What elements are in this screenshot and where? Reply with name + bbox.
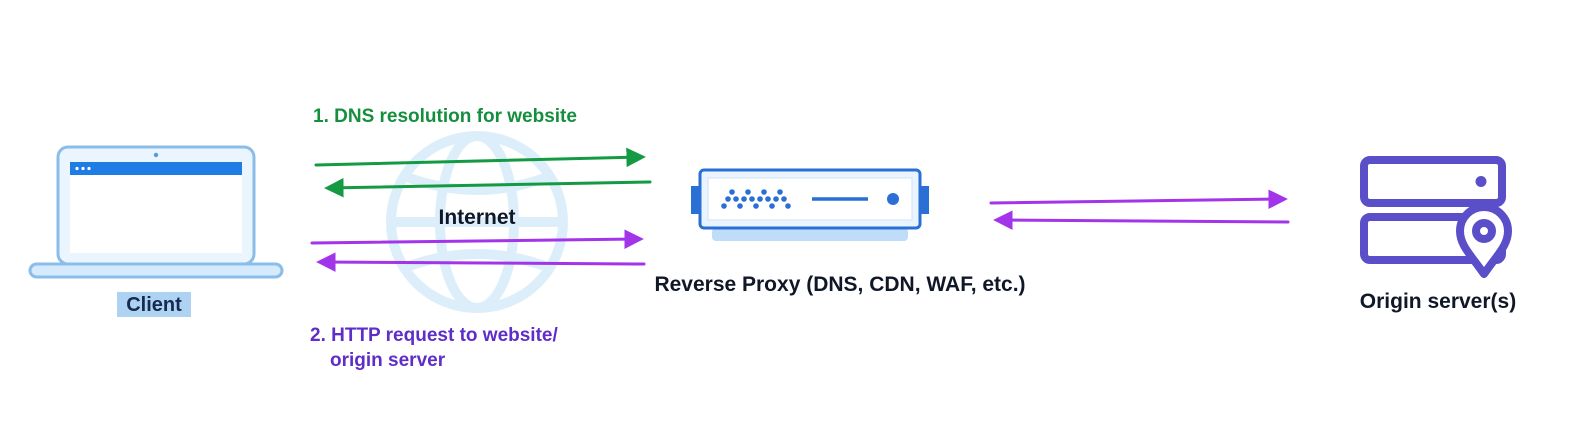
reverse-proxy-label: Reverse Proxy (DNS, CDN, WAF, etc.) (654, 273, 1025, 296)
laptop-titlebar (70, 162, 242, 175)
proxy-base (712, 228, 908, 241)
http-flow-label-line2: origin server (330, 350, 446, 371)
origin-server-icon (1360, 156, 1512, 278)
client-label-highlight (117, 292, 191, 317)
dns-response-arrow (324, 177, 652, 198)
client-laptop-icon (28, 145, 284, 279)
laptop-base (28, 262, 284, 279)
dns-flow: 1. DNS resolution for website (313, 106, 652, 198)
http-flow-label-line1: 2. HTTP request to website/ (310, 325, 558, 346)
reverse-proxy-icon (691, 168, 929, 241)
origin-server-label: Origin server(s) (1360, 290, 1516, 313)
proxy-origin-flow (989, 189, 1290, 230)
origin-to-proxy-arrow (993, 210, 1290, 230)
internet-label: Internet (438, 206, 515, 229)
server-indicator-dot (1475, 176, 1487, 187)
laptop-camera-dot (153, 152, 159, 158)
client-label: Client (117, 292, 191, 317)
proxy-to-origin-arrow (989, 189, 1288, 209)
location-pin-hole (1472, 219, 1496, 243)
http-response-arrow (316, 252, 646, 272)
proxy-dots-pattern (721, 189, 791, 209)
client-label-text: Client (126, 294, 182, 316)
dns-request-arrow (314, 147, 646, 168)
dns-flow-label: 1. DNS resolution for website (313, 106, 577, 127)
http-request-arrow (310, 229, 644, 249)
proxy-indicator-dot (887, 193, 899, 205)
http-flow: 2. HTTP request to website/ origin serve… (310, 229, 646, 371)
